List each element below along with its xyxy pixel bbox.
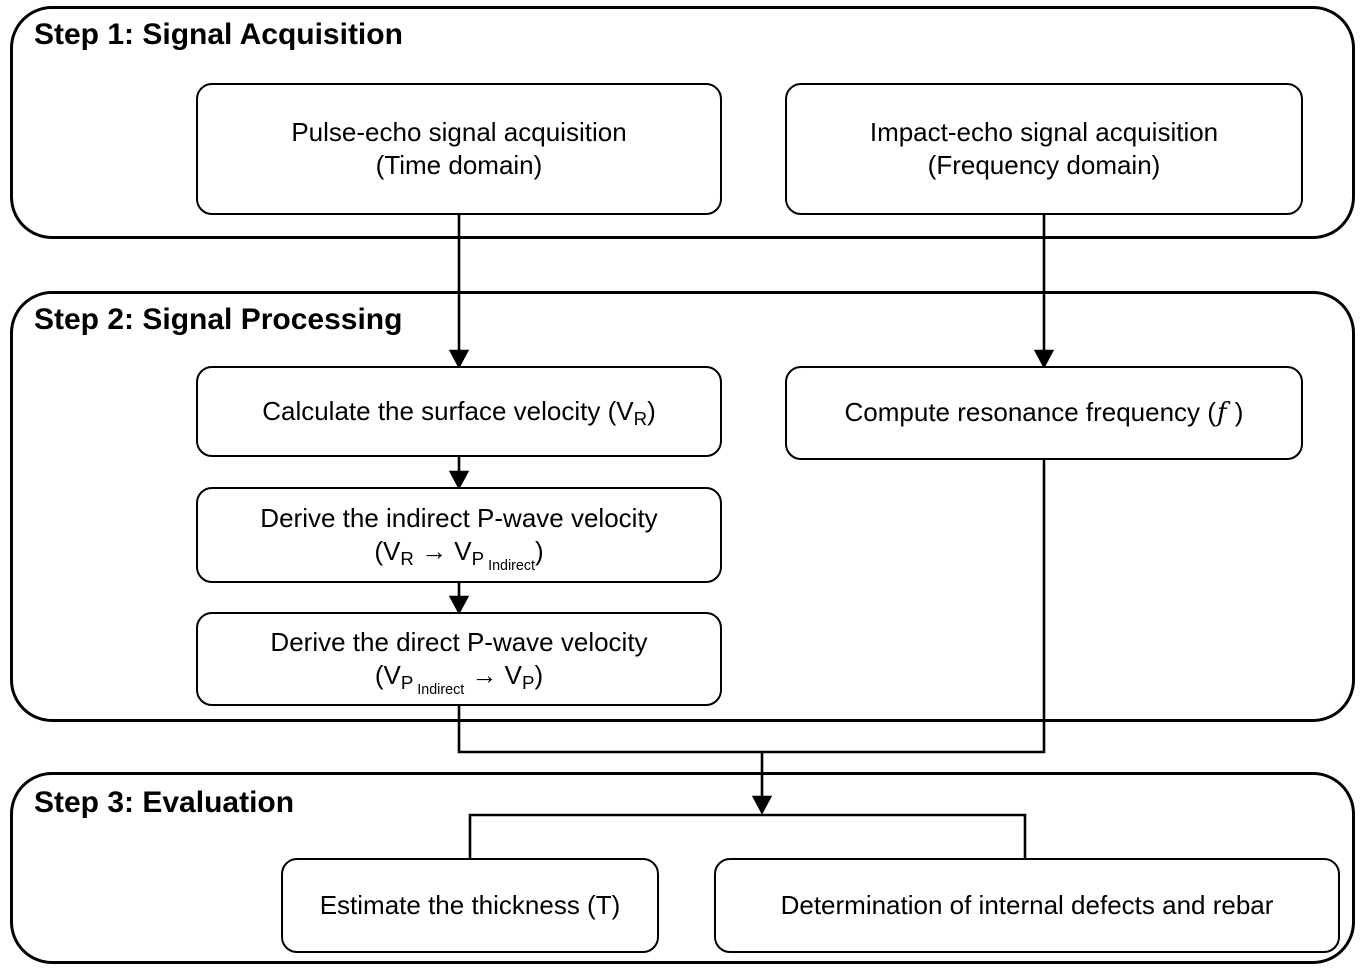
step3-container <box>10 772 1355 964</box>
text-segment: ) <box>534 536 544 566</box>
text-segment: ) <box>1227 396 1244 427</box>
text-segment: Determination of internal defects and re… <box>780 889 1274 920</box>
text-segment: f <box>1216 397 1227 428</box>
text-segment: ) <box>534 660 544 690</box>
text-segment: → V <box>413 536 472 566</box>
text-segment: P <box>400 672 414 694</box>
text-segment: Estimate the thickness (T) <box>319 889 621 920</box>
text-segment: (Frequency domain) <box>927 150 1161 180</box>
node-calculate-surface-velocity: Calculate the surface velocity (VR) <box>196 366 722 457</box>
text-segment: R <box>400 548 414 570</box>
node-derive-indirect-pwave: Derive the indirect P-wave velocity(VR →… <box>196 487 722 583</box>
step1-title: Step 1: Signal Acquisition <box>34 18 403 51</box>
text-segment: Derive the indirect P-wave velocity <box>260 502 658 533</box>
text-segment: P <box>471 548 485 570</box>
step2-title: Step 2: Signal Processing <box>34 303 403 336</box>
text-segment: Pulse-echo signal acquisition <box>291 116 627 147</box>
text-segment: Calculate the surface velocity (V <box>262 395 634 426</box>
node-compute-resonance-frequency: Compute resonance frequency (f ) <box>785 366 1303 460</box>
text-segment: (V <box>374 536 401 566</box>
text-segment: Derive the direct P-wave velocity <box>270 626 648 657</box>
text-segment: → V <box>464 660 522 690</box>
step1-container <box>10 6 1355 239</box>
node-derive-direct-pwave: Derive the direct P-wave velocity(VP Ind… <box>196 612 722 706</box>
node-impact-echo-acquisition: Impact-echo signal acquisition(Frequency… <box>785 83 1303 215</box>
node-estimate-thickness: Estimate the thickness (T) <box>281 858 659 953</box>
text-segment: Impact-echo signal acquisition <box>869 116 1219 147</box>
node-internal-defects-rebar: Determination of internal defects and re… <box>714 858 1340 953</box>
text-segment: R <box>633 408 648 430</box>
node-pulse-echo-acquisition: Pulse-echo signal acquisition(Time domai… <box>196 83 722 215</box>
text-segment: Compute resonance frequency ( <box>844 396 1216 427</box>
text-segment: (Time domain) <box>375 150 543 180</box>
text-segment: Indirect <box>413 681 465 698</box>
text-segment: ) <box>647 395 656 426</box>
step3-title: Step 3: Evaluation <box>34 786 295 819</box>
text-segment: (V <box>374 660 401 690</box>
text-segment: Indirect <box>484 557 535 574</box>
text-segment: P <box>521 672 535 694</box>
